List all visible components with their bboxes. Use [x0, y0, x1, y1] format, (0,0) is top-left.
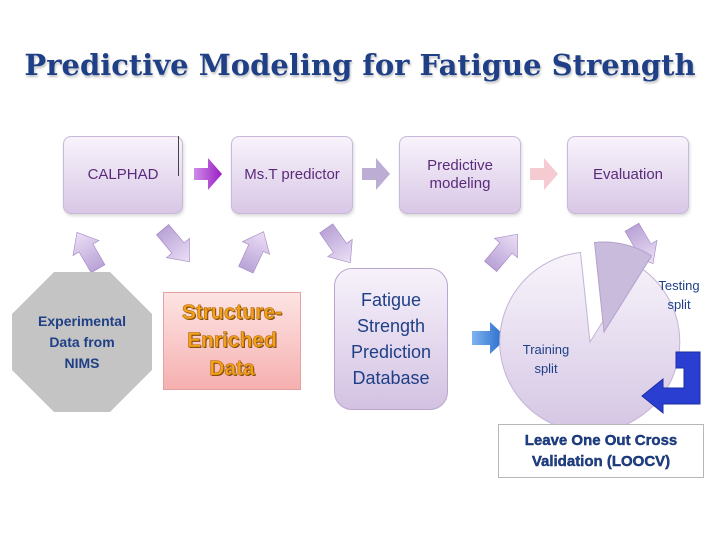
database-line-4: Database [352, 368, 430, 388]
stage-predictive-label-1: Predictive [427, 157, 493, 174]
stage-predictive-label-2: modeling [429, 175, 491, 192]
stage-predictive-modeling: Predictive modeling [399, 136, 521, 214]
stage-evaluation: Evaluation [567, 136, 689, 214]
page-title: Predictive Modeling for Fatigue Strength [24, 48, 696, 82]
stage-calphad: CALPHAD [63, 136, 183, 214]
stage-evaluation-label: Evaluation [592, 166, 664, 183]
experimental-data-label: Experimental Data from NIMS [13, 273, 151, 411]
arrow-right-icon-3 [530, 158, 558, 190]
loop-arrow-icon [641, 351, 701, 415]
experimental-line-3: NIMS [64, 354, 100, 371]
enriched-line-2: Enriched [187, 329, 277, 353]
enriched-line-1: Structure- [181, 301, 283, 325]
training-line-2: split [534, 361, 558, 376]
loocv-line-1: Leave One Out Cross [524, 432, 678, 449]
structure-enriched-data-box: Structure- Enriched Data [163, 292, 301, 390]
testing-split-label: Testing split [646, 276, 712, 314]
training-split-label: Training split [508, 340, 584, 378]
arrow-down-icon-mst [319, 223, 353, 264]
database-line-1: Fatigue [360, 290, 422, 310]
arrow-right-icon-2 [362, 158, 390, 190]
experimental-line-2: Data from [49, 333, 115, 350]
arrow-up-icon-training [484, 233, 518, 272]
arrow-down-icon-calphad [156, 224, 190, 263]
testing-line-1: Testing [658, 278, 700, 293]
database-line-3: Prediction [350, 342, 432, 362]
stage-divider [178, 136, 179, 176]
stage-mst-predictor: Ms.T predictor [231, 136, 353, 214]
experimental-data-shape [12, 272, 152, 412]
loocv-line-2: Validation (LOOCV) [531, 453, 671, 470]
enriched-line-3: Data [209, 357, 255, 381]
testing-line-2: split [667, 297, 691, 312]
arrow-right-icon-database [472, 322, 507, 354]
arrow-up-icon-enriched [238, 231, 271, 274]
arrow-right-icon-1 [194, 158, 222, 190]
pie-slice-testing [593, 241, 653, 334]
stage-mst-label: Ms.T predictor [244, 166, 340, 183]
arrow-up-icon-experimental [72, 232, 106, 274]
fatigue-database-box: Fatigue Strength Prediction Database [334, 268, 448, 410]
loocv-box: Leave One Out Cross Validation (LOOCV) [498, 424, 704, 478]
stage-calphad-label: CALPHAD [87, 166, 159, 183]
database-line-2: Strength [356, 316, 426, 336]
experimental-line-1: Experimental [38, 312, 126, 329]
training-line-1: Training [522, 342, 570, 357]
